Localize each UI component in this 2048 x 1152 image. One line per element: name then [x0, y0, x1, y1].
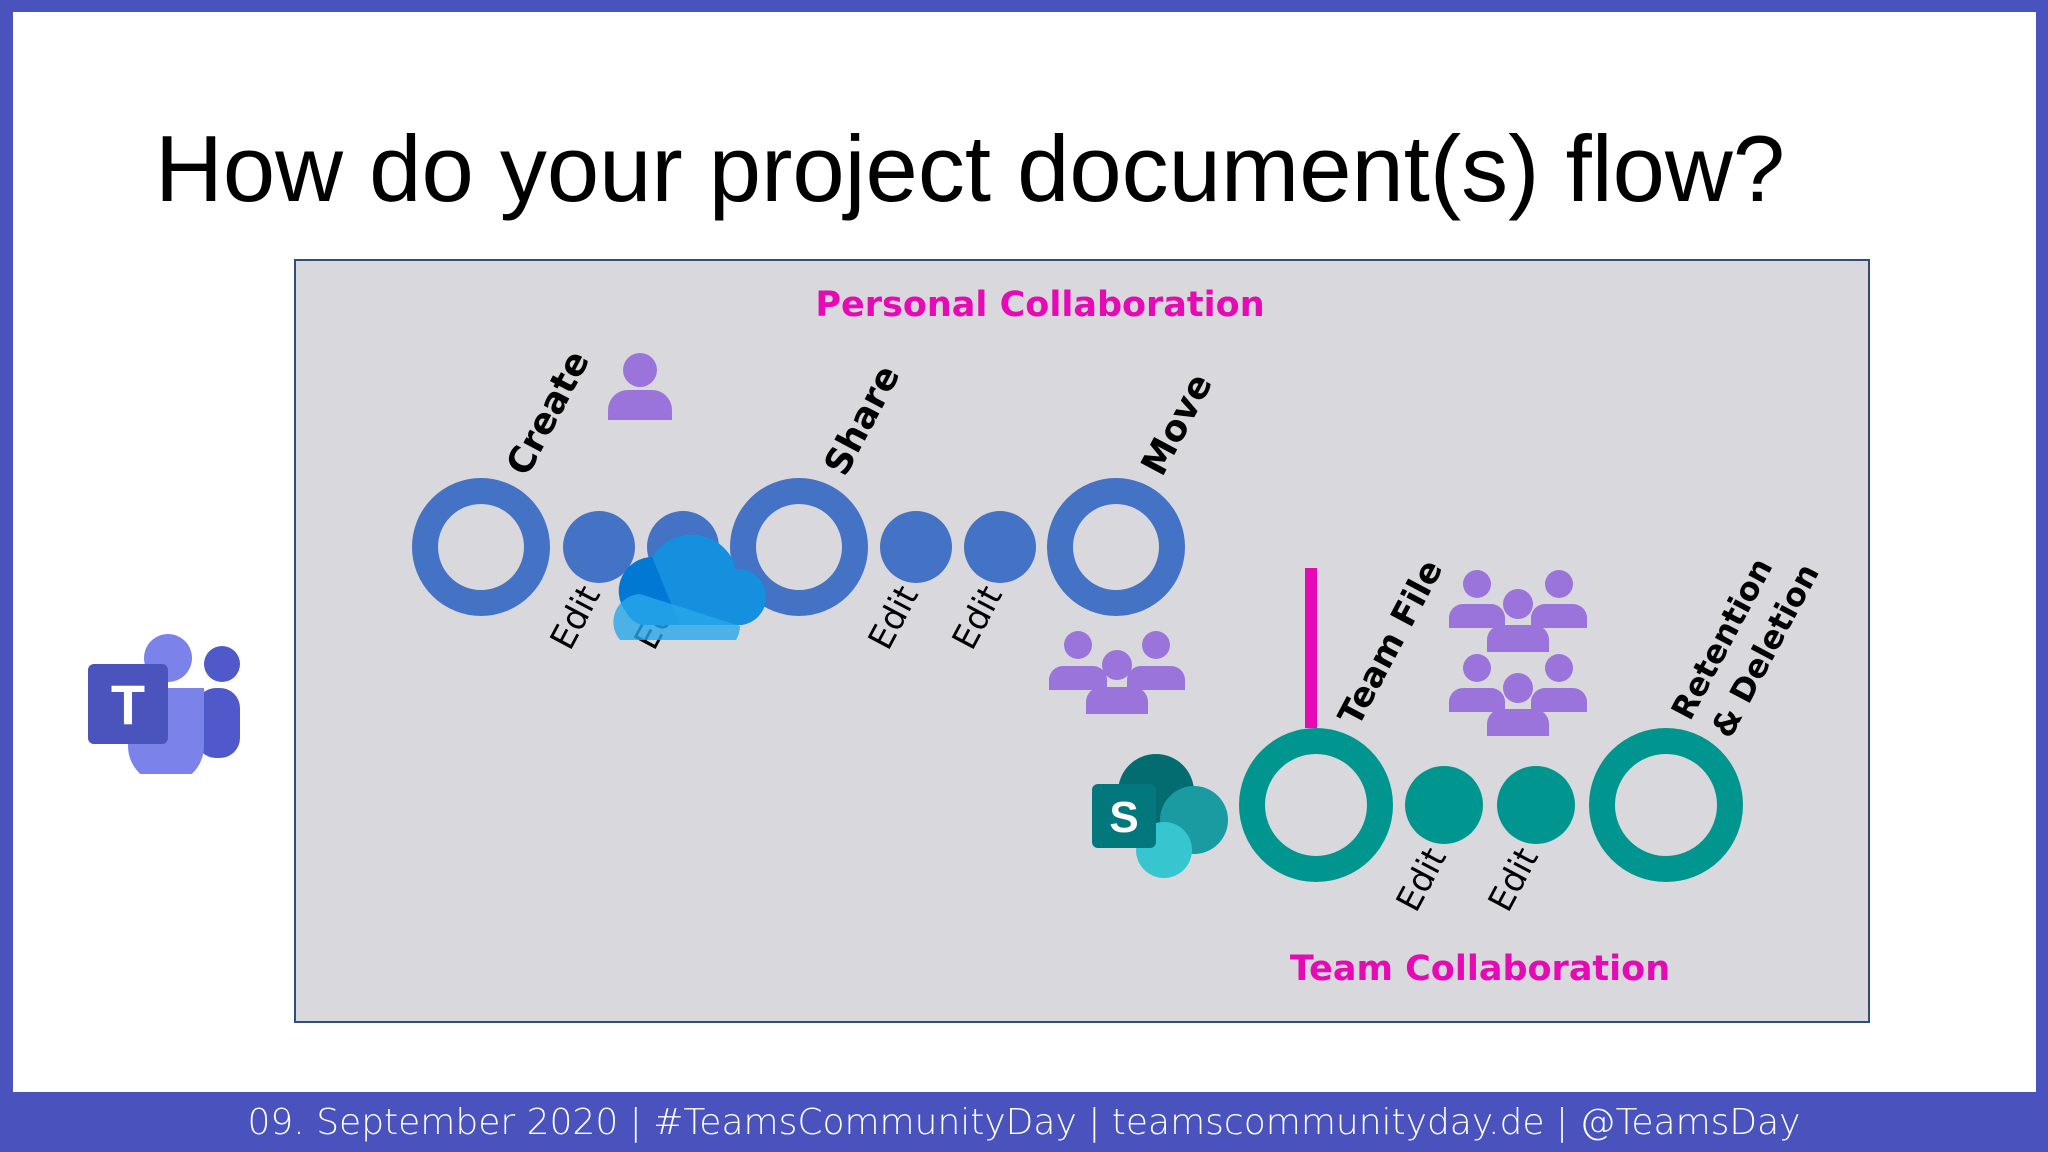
retention-stage-ring: [1589, 728, 1743, 882]
teams-logo-letter: T: [111, 673, 145, 736]
frame-left: [0, 0, 13, 1152]
edit-dot: [1405, 766, 1483, 844]
edit-label: Edit: [945, 579, 1011, 656]
team-file-marker: [1305, 568, 1317, 728]
personal-collaboration-heading: Personal Collaboration: [815, 285, 1264, 325]
group-icon: [1449, 570, 1587, 652]
team-file-stage-ring: [1239, 728, 1393, 882]
person-icon: [608, 353, 672, 420]
create-stage-ring: [412, 478, 550, 616]
share-stage-ring: [730, 478, 868, 616]
teams-logo-icon: T: [88, 634, 240, 774]
sharepoint-logo-letter: S: [1109, 793, 1138, 842]
move-stage-ring: [1047, 478, 1185, 616]
create-stage-label: Create: [499, 344, 598, 482]
group-icon: [1049, 631, 1185, 714]
edit-dot: [1497, 766, 1575, 844]
move-stage-label: Move: [1134, 367, 1221, 482]
sharepoint-logo-icon: S: [1092, 754, 1228, 878]
edit-label: Edit: [1481, 841, 1547, 918]
group-icon: [1449, 654, 1587, 736]
team-file-stage-label: Team File: [1331, 553, 1452, 732]
team-collaboration-heading: Team Collaboration: [1290, 949, 1670, 989]
frame-right: [2036, 0, 2048, 1152]
slide-title: How do your project document(s) flow?: [155, 116, 1786, 221]
edit-label: Edit: [861, 579, 927, 656]
slide-footer: 09. September 2020 | #TeamsCommunityDay …: [0, 1092, 2048, 1152]
frame-top: [0, 0, 2048, 12]
edit-dot: [964, 511, 1036, 583]
onedrive-cloud-icon: [613, 534, 767, 640]
edit-dot: [563, 511, 635, 583]
edit-label: Edit: [543, 579, 609, 656]
edit-dot: [880, 511, 952, 583]
edit-label: Edit: [1389, 841, 1455, 918]
share-stage-label: Share: [817, 359, 909, 482]
